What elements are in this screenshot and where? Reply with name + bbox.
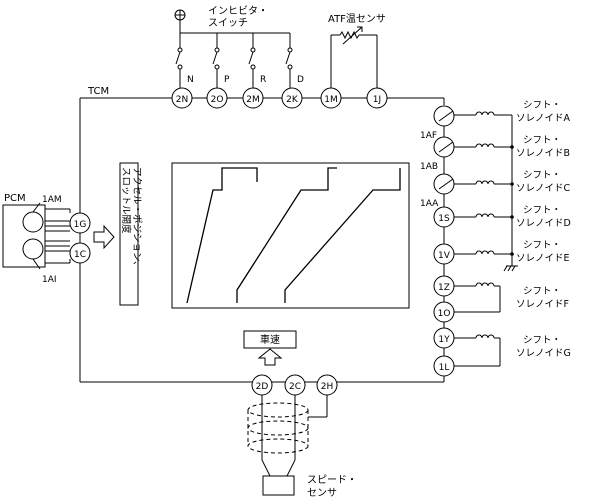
atf-sensor-title: ATF温センサ: [328, 13, 386, 25]
terminal-1G: 1G: [69, 212, 91, 234]
svg-text:シフト・: シフト・: [523, 170, 561, 181]
terminal-1AA: 1AA: [420, 173, 455, 209]
solenoid-b-label: シフト・ ソレノイドB: [516, 135, 570, 159]
svg-text:1Z: 1Z: [438, 283, 450, 293]
svg-text:シフト・: シフト・: [523, 335, 561, 346]
terminal-2M: 2M: [242, 87, 264, 109]
input-arrow: [93, 224, 115, 250]
terminal-1M: 1M: [320, 87, 342, 109]
svg-text:1G: 1G: [74, 220, 87, 230]
switch-label-p: P: [224, 75, 230, 85]
terminal-1J: 1J: [366, 87, 388, 109]
svg-text:2D: 2D: [256, 382, 269, 392]
terminal-1AF: 1AF: [420, 105, 455, 141]
solenoid-e-label: シフト・ ソレノイドE: [516, 240, 570, 264]
inhibitor-switch-title-2: スイッチ: [208, 17, 248, 29]
accel-throttle-label-2: スロットル開度: [120, 167, 132, 234]
terminal-2O: 2O: [206, 87, 228, 109]
terminal-2D: 2D: [251, 374, 273, 396]
svg-text:ソレノイドA: ソレノイドA: [516, 113, 571, 124]
shift-map: [171, 162, 410, 309]
svg-text:シフト・: シフト・: [523, 205, 561, 216]
svg-text:1AA: 1AA: [420, 199, 439, 209]
speed-sensor-label-2: センサ: [307, 487, 337, 499]
pcm-block: [2, 204, 71, 268]
svg-text:1AF: 1AF: [420, 131, 437, 141]
svg-text:ソレノイドE: ソレノイドE: [516, 253, 570, 264]
terminal-1Y: 1Y: [433, 327, 455, 349]
svg-text:2K: 2K: [286, 95, 299, 105]
terminal-1L: 1L: [433, 355, 455, 377]
solenoid-f-label: シフト・ ソレノイドF: [516, 286, 569, 310]
svg-text:シフト・: シフト・: [523, 100, 561, 111]
atf-temp-sensor: [330, 26, 378, 88]
speed-arrow: [257, 348, 283, 366]
svg-text:1Y: 1Y: [438, 335, 450, 345]
tcm-frame: [79, 97, 445, 383]
svg-text:1M: 1M: [324, 95, 338, 105]
svg-text:1J: 1J: [373, 95, 381, 105]
svg-text:シフト・: シフト・: [523, 286, 561, 297]
svg-text:2M: 2M: [246, 95, 260, 105]
terminal-1AB: 1AB: [420, 136, 455, 172]
terminal-2N: 2N: [171, 87, 193, 109]
svg-text:シフト・: シフト・: [523, 135, 561, 146]
terminal-1S: 1S: [433, 206, 455, 228]
vehicle-speed-label: 車速: [260, 333, 280, 346]
svg-text:1C: 1C: [74, 250, 86, 260]
solenoid-c-label: シフト・ ソレノイドC: [516, 170, 571, 194]
svg-text:2C: 2C: [289, 382, 301, 392]
svg-text:2H: 2H: [321, 382, 334, 392]
svg-text:ソレノイドF: ソレノイドF: [516, 299, 569, 310]
accel-throttle-label-1: アクセル・ポジション、: [131, 167, 142, 270]
speed-sensor-label-1: スピード・: [307, 474, 357, 486]
tcm-label: TCM: [87, 86, 109, 97]
svg-text:1O: 1O: [438, 309, 451, 319]
speed-sensor: [247, 392, 328, 496]
terminal-1C: 1C: [69, 242, 91, 264]
accel-throttle-box: [119, 162, 139, 306]
svg-text:ソレノイドG: ソレノイドG: [516, 348, 571, 359]
svg-text:1AI: 1AI: [42, 275, 57, 285]
terminal-1Z: 1Z: [433, 275, 455, 297]
pcm-label: PCM: [4, 193, 26, 204]
svg-text:2N: 2N: [176, 95, 188, 105]
svg-text:ソレノイドC: ソレノイドC: [516, 183, 571, 194]
svg-text:1AM: 1AM: [42, 195, 62, 205]
svg-text:シフト・: シフト・: [523, 240, 561, 251]
terminal-1AM: 1AM: [22, 195, 62, 233]
inhibitor-switch-title-1: インヒビタ・: [208, 5, 268, 17]
svg-text:1L: 1L: [439, 363, 450, 373]
solenoid-a-label: シフト・ ソレノイドA: [516, 100, 571, 124]
svg-text:ソレノイドD: ソレノイドD: [516, 218, 571, 229]
switch-label-n: N: [187, 75, 194, 85]
svg-text:ソレノイドB: ソレノイドB: [516, 148, 570, 159]
terminal-2C: 2C: [284, 374, 306, 396]
solenoid-d-label: シフト・ ソレノイドD: [516, 205, 571, 229]
terminal-2K: 2K: [281, 87, 303, 109]
solenoid-g-label: シフト・ ソレノイドG: [516, 335, 571, 359]
terminal-2H: 2H: [316, 374, 338, 396]
terminal-1O: 1O: [433, 301, 455, 323]
terminal-1AI: 1AI: [22, 238, 57, 285]
terminal-1V: 1V: [433, 243, 455, 265]
svg-text:1V: 1V: [438, 251, 451, 261]
svg-text:2O: 2O: [211, 95, 224, 105]
switch-label-r: R: [260, 75, 266, 85]
inhibitor-switch: [174, 9, 293, 88]
svg-text:1AB: 1AB: [420, 162, 438, 172]
switch-label-d: D: [297, 75, 304, 85]
svg-text:1S: 1S: [438, 214, 450, 224]
vehicle-speed-box: 車速: [243, 330, 297, 349]
